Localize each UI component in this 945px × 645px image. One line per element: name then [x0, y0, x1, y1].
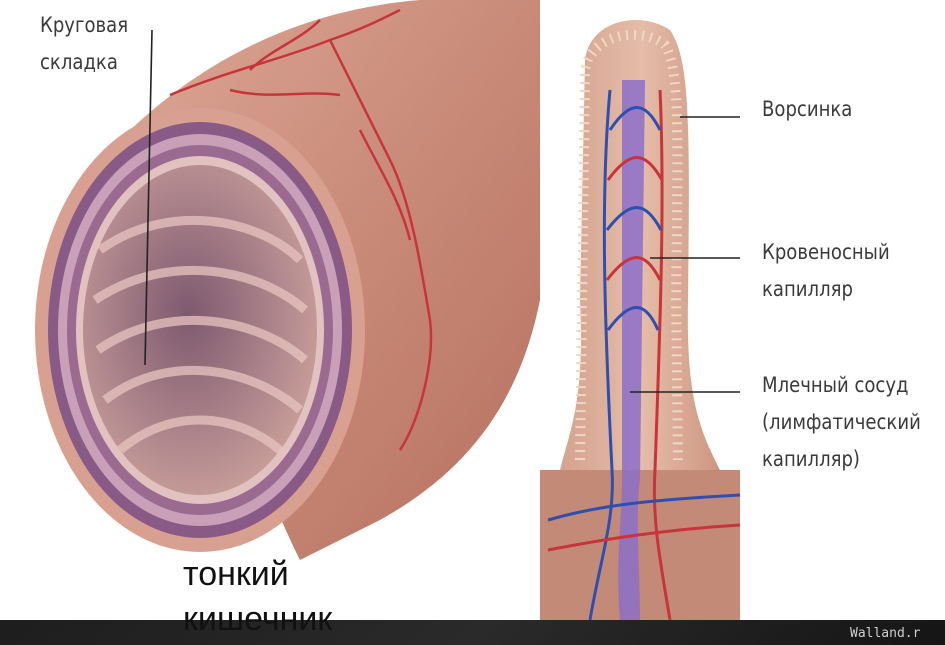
label-circular-fold-line1: Круговая	[40, 13, 128, 38]
label-villus: Ворсинка	[762, 97, 852, 122]
caption-line2: кишечник	[183, 597, 332, 642]
slide-caption: тонкий кишечник	[183, 552, 332, 642]
label-blood-capillary-line2: капилляр	[762, 277, 853, 302]
label-lacteal-line2: (лимфатический	[762, 410, 921, 435]
caption-line1: тонкий	[183, 552, 332, 597]
label-lacteal-line1: Млечный сосуд	[762, 373, 909, 398]
label-lacteal-line3: капилляр)	[762, 447, 860, 472]
intestine-lumen	[83, 165, 317, 495]
label-circular-fold-line2: складка	[40, 50, 118, 75]
watermark: Walland.r	[850, 626, 920, 641]
label-blood-capillary-line1: Кровеносный	[762, 240, 890, 265]
